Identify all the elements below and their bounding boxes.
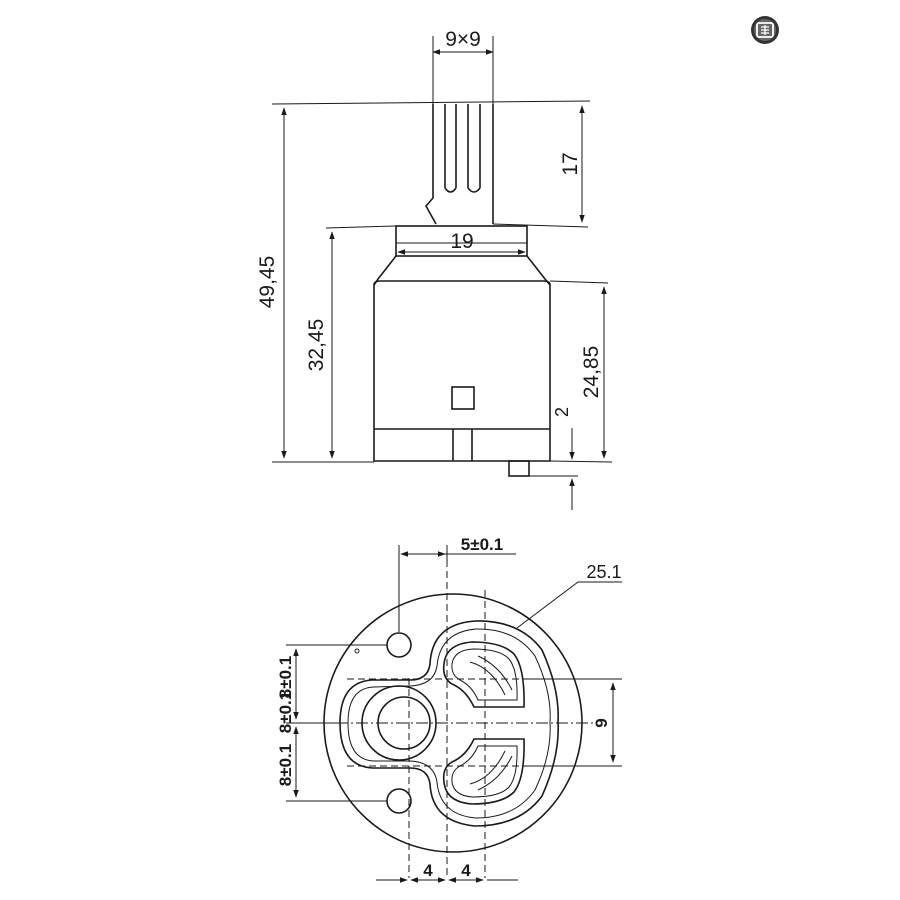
dim-pin-length: 2 — [552, 407, 572, 417]
mounting-hole-bottom — [386, 788, 412, 814]
inner-profile — [339, 620, 559, 827]
dim-bottom-right: 4 — [461, 861, 471, 880]
dim-disc-diameter: 25.1 — [586, 562, 621, 582]
dim-collar-diameter: 19 — [450, 230, 473, 253]
dim-total-height: 49,45 — [256, 256, 279, 309]
center-bore — [361, 685, 437, 761]
inner-profile-offset — [347, 628, 551, 819]
dim-hole-pitch-upper: 8±0.1 — [276, 656, 295, 698]
dim-spline-size: 9×9 — [445, 28, 481, 51]
logo-badge-icon — [751, 16, 779, 44]
lower-port — [442, 738, 525, 805]
mounting-hole-top — [386, 632, 412, 658]
upper-port — [442, 641, 525, 708]
spline-stem — [425, 104, 494, 225]
collar — [373, 225, 551, 286]
dim-spline-length: 17 — [559, 152, 582, 175]
dim-bottom-left: 4 — [423, 861, 433, 880]
bottom-view: 5±0.1 25.1 9 8±0.1 8±0.1 8±0.1 4 4 — [276, 535, 622, 883]
dim-hole-pitch-middle: 8±0.1 — [276, 691, 295, 733]
cylinder-body — [373, 280, 551, 477]
dim-cylinder-height: 24,85 — [580, 346, 603, 399]
dim-body-height: 32,45 — [305, 319, 328, 372]
side-view: 49,45 32,45 24,85 17 9×9 19 2 — [256, 28, 613, 510]
dim-port-spacing: 9 — [592, 718, 611, 727]
dim-hole-pitch-lower: 8±0.1 — [276, 744, 295, 786]
dim-hole-offset: 5±0.1 — [461, 535, 503, 554]
